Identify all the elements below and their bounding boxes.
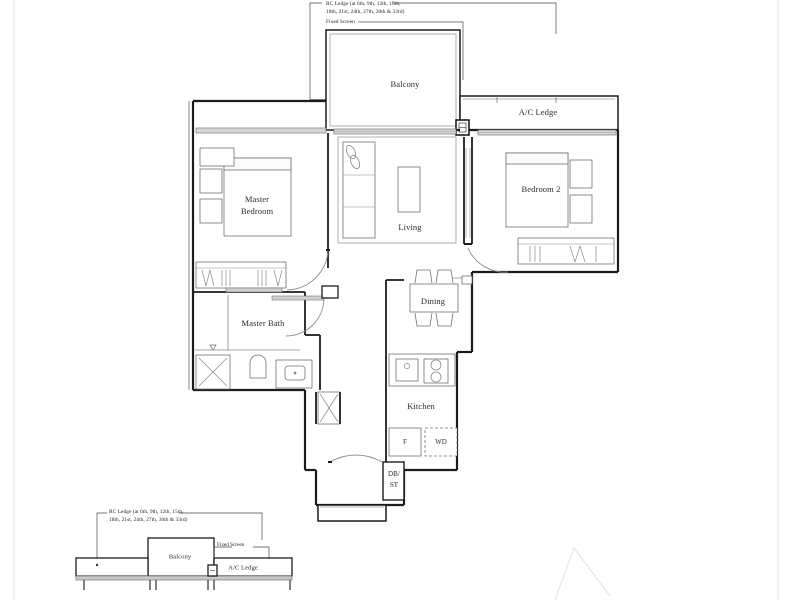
- bottom-annotation-leaders: [96, 512, 270, 565]
- annotation-fixed-screen-bottom: Fixed Screen: [217, 542, 245, 548]
- living-balcony-glazing: [195, 127, 457, 135]
- room-label-master-bedroom-line1: Master: [244, 194, 270, 205]
- dining-table-furniture: [409, 269, 459, 327]
- bedroom2-wall-glazing: [465, 148, 471, 238]
- page-guides: [13, 0, 779, 600]
- annotation-rc-ledge-top-line2: 18th, 21st, 24th, 27th, 30th & 33rd): [326, 9, 405, 15]
- fixture-label-db-st-line2: ST: [389, 480, 399, 489]
- annotation-rc-ledge-bottom-line1: RC Ledge (at 6th, 9th, 12th, 15th,: [109, 509, 184, 515]
- living-floor-edge: [337, 136, 457, 244]
- master-bath-partition: [195, 295, 300, 351]
- bedroom2-entry-wall: [463, 137, 473, 244]
- elevation-label-ac-ledge: A/C Ledge: [228, 564, 258, 572]
- master-bath-door-track: [225, 287, 325, 301]
- fixture-label-washer-dryer: WD: [435, 437, 447, 446]
- vanity-basin: [275, 359, 313, 389]
- master-nightstands: [199, 147, 235, 224]
- entry-threshold: [317, 504, 387, 522]
- elevation-left-wing: [75, 557, 149, 577]
- bedroom2-window-glazing: [477, 129, 617, 136]
- kitchen-dining-partition: [385, 279, 404, 470]
- ac-ledge-outline: [459, 95, 619, 131]
- top-annotation-leaders: [309, 2, 557, 100]
- shower-tray: [195, 354, 231, 390]
- room-label-master-bath: Master Bath: [241, 318, 285, 329]
- wc-fixture: [249, 354, 267, 379]
- bedroom2-bed-furniture: [505, 152, 593, 228]
- room-label-kitchen: Kitchen: [407, 401, 435, 412]
- bedroom2-door: [464, 243, 509, 273]
- room-label-master-bedroom-line2: Bedroom: [240, 206, 274, 217]
- room-label-living: Living: [398, 222, 422, 233]
- master-bedroom-door: [286, 249, 330, 291]
- annotation-rc-ledge-top-line1: RC Ledge (at 6th, 9th, 12th, 15th,: [326, 1, 401, 7]
- kitchen-counter-top: [388, 353, 456, 387]
- hallway-store-panel: [317, 391, 341, 425]
- fixture-label-fridge: F: [403, 437, 407, 446]
- master-bed-furniture: [223, 157, 292, 237]
- door-leaf-marker: [321, 285, 339, 299]
- floor-trap-icon: [209, 344, 217, 351]
- elevation-label-balcony: Balcony: [168, 553, 192, 561]
- living-coffee-table: [397, 166, 421, 213]
- elevation-balcony: [147, 537, 215, 577]
- elevation-dim-ticks: [95, 547, 215, 567]
- main-entry-door: [328, 454, 383, 463]
- elevation-slab: [75, 575, 293, 581]
- structural-column-icon: [455, 119, 470, 136]
- room-label-bedroom-2: Bedroom 2: [521, 184, 561, 195]
- kitchen-appliances: [388, 427, 458, 457]
- corridor-wall: [315, 392, 341, 424]
- room-label-balcony: Balcony: [390, 79, 420, 90]
- master-bath-door: [285, 297, 325, 337]
- watermark-chevron: [554, 546, 611, 600]
- db-st-niche: [382, 461, 405, 501]
- fixed-screen-marks: [496, 96, 557, 103]
- bedroom2-wardrobe: [517, 237, 615, 265]
- dining-counter: [452, 275, 473, 285]
- elevation-supports: [83, 580, 291, 590]
- annotation-rc-ledge-bottom-line2: 18th, 21st, 24th, 27th, 30th & 33rd): [109, 517, 188, 523]
- elevation-column-icon: [207, 564, 218, 577]
- room-label-ac-ledge: A/C Ledge: [518, 107, 558, 118]
- room-label-dining: Dining: [420, 296, 446, 307]
- master-wardrobe: [195, 261, 287, 289]
- living-sofa: [342, 141, 376, 239]
- annotation-fixed-screen-top: Fixed Screen: [326, 19, 355, 25]
- fixture-label-db-st-line1: DB/: [388, 469, 400, 478]
